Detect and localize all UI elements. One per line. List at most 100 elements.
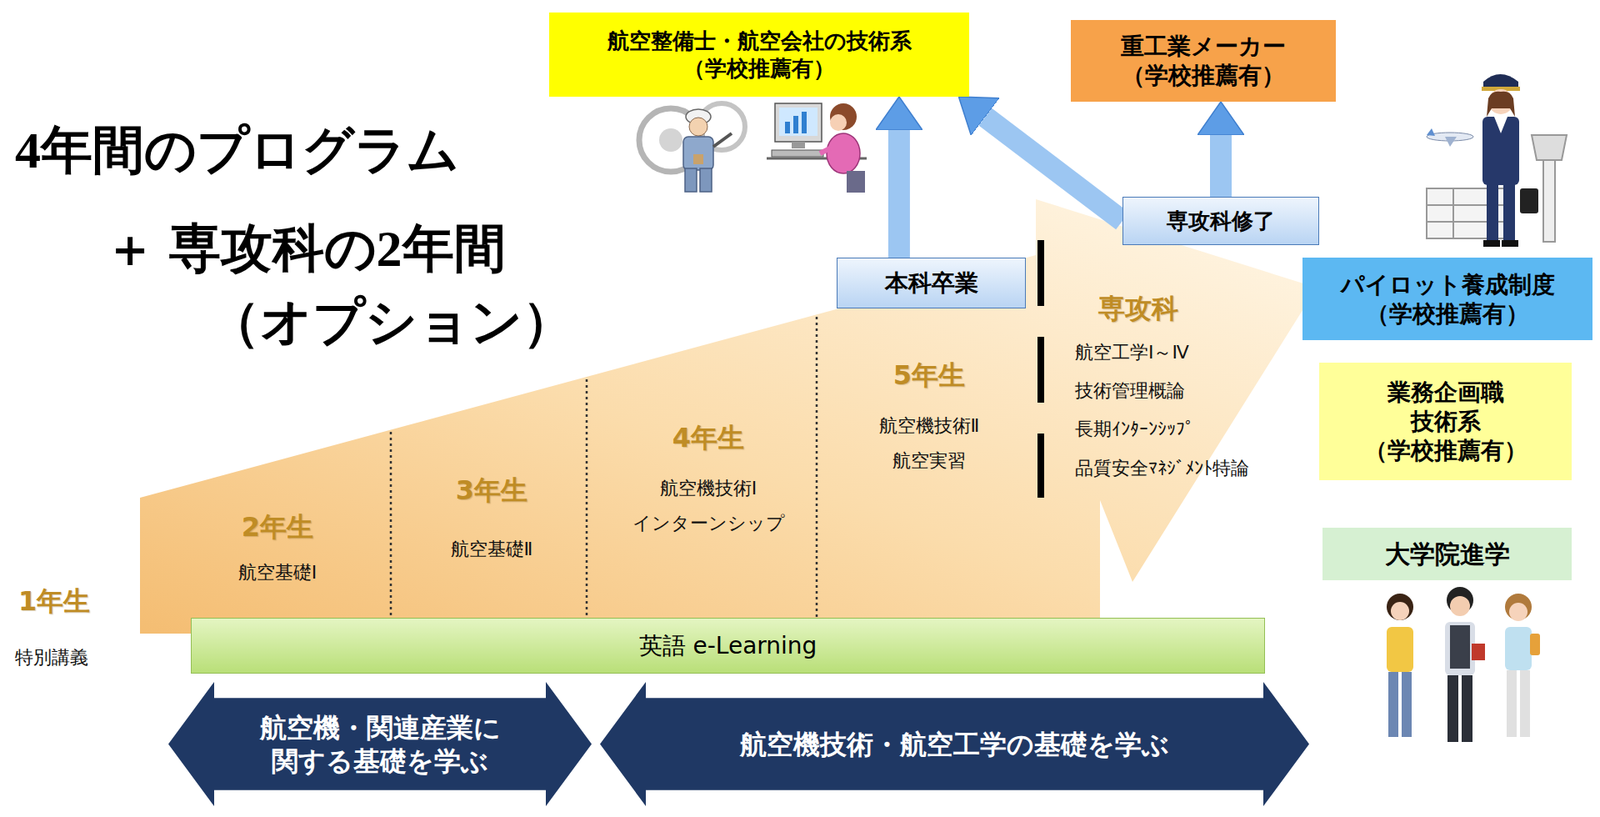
students-figure-part: [1401, 671, 1412, 737]
course-name: 航空基礎Ⅰ: [238, 555, 318, 590]
mechanic-figure-part: [685, 168, 697, 192]
node-label: 大学院進学: [1385, 538, 1510, 570]
office-worker-figure: [766, 103, 867, 193]
office-worker-figure-part: [779, 107, 818, 136]
students-figure-part: [1445, 621, 1475, 675]
phase-arrow: 航空機技術・航空工学の基礎を学ぶ: [600, 681, 1310, 806]
pilot-figure-part: [1482, 116, 1520, 185]
career-box: 大学院進学: [1322, 527, 1572, 580]
mechanic-figure-part: [659, 128, 683, 152]
mechanic-figure-part: [700, 168, 712, 192]
pilot-figure-part: [1501, 240, 1519, 247]
students-figure-part: [1390, 601, 1410, 620]
pilot-figure: [1426, 74, 1567, 247]
lecture-note: 特別講義: [15, 640, 89, 675]
course-name: 航空機技術Ⅰ: [632, 470, 785, 506]
students-figure-part: [1509, 602, 1528, 621]
mechanic-figure-part: [689, 117, 708, 136]
course-name: 航空機技術Ⅱ: [879, 408, 980, 444]
stage-bar-part: [1037, 336, 1045, 403]
students-figure-part: [1386, 626, 1414, 672]
students-figure: [1386, 586, 1540, 742]
course-name: 航空工学Ⅰ～Ⅳ: [1075, 333, 1250, 372]
course-name: 航空基礎Ⅱ: [450, 531, 534, 567]
course-list: 専攻科航空工学Ⅰ～Ⅳ技術管理概論長期ｲﾝﾀｰﾝｼｯﾌﾟ品質安全ﾏﾈｼﾞﾒﾝﾄ特論: [1075, 291, 1250, 488]
year-segment: 3年生航空基礎Ⅱ: [450, 473, 534, 567]
students-figure-part: [1530, 633, 1540, 655]
flow-arrow: [985, 116, 1123, 221]
title-line: （オプション）: [208, 286, 575, 357]
stage-bar-part: [1037, 433, 1045, 498]
node-label: 重工業メーカー （学校推薦有）: [1082, 31, 1325, 90]
office-worker-figure-part: [791, 141, 805, 149]
students-figure-part: [1520, 670, 1530, 737]
milestone-box: 専攻科修了: [1122, 196, 1320, 245]
students-figure-part: [1447, 675, 1459, 742]
students-figure-part: [1450, 625, 1470, 669]
office-worker-figure-part: [846, 170, 865, 193]
office-worker-figure-part: [771, 150, 824, 157]
node-label: 英語 e-Learning: [639, 630, 818, 660]
double-arrow-fill: [168, 681, 592, 806]
students-figure-part: [1505, 593, 1532, 620]
node-label: 航空整備士・航空会社の技術系 （学校推薦有）: [563, 27, 955, 82]
pilot-figure-part: [1531, 135, 1567, 160]
office-worker-figure-part: [830, 103, 857, 130]
office-worker-figure-part: [793, 115, 799, 134]
students-figure-part: [1461, 675, 1473, 742]
year-segment: 2年生航空基礎Ⅰ: [238, 510, 318, 590]
year-segment: 5年生航空機技術Ⅱ航空実習: [879, 358, 980, 479]
pilot-figure-part: [1426, 128, 1435, 136]
office-worker-figure-part: [801, 111, 807, 134]
elearning-bar: 英語 e-Learning: [190, 617, 1265, 674]
node-label: 業務企画職 技術系 （学校推薦有）: [1354, 377, 1538, 465]
year-divider: [390, 316, 817, 618]
year-divider-part: [815, 316, 819, 618]
pilot-figure-part: [1503, 183, 1515, 242]
pilot-figure-part: [1483, 74, 1519, 89]
year-divider-part: [585, 379, 589, 618]
pilot-figure-part: [1486, 183, 1499, 242]
stage-bar-part: [1037, 240, 1045, 306]
node-label: 専攻科修了: [1166, 207, 1275, 235]
flow-arrow: [888, 130, 910, 258]
flow-arrow: [1210, 135, 1232, 197]
career-box: 業務企画職 技術系 （学校推薦有）: [1319, 362, 1572, 480]
year-heading: 専攻科: [1075, 291, 1250, 325]
office-worker-figure-part: [785, 121, 790, 134]
pilot-figure-part: [1494, 116, 1508, 134]
title-line: ＋ 専攻科の2年間: [104, 213, 506, 284]
students-figure-part: [1386, 593, 1414, 620]
pilot-figure-part: [1483, 240, 1500, 247]
year-divider-part: [390, 431, 393, 618]
stage-bar: [1037, 240, 1045, 498]
career-box: パイロット養成制度 （学校推薦有）: [1302, 257, 1593, 340]
year-heading: 2年生: [238, 510, 318, 544]
year-heading: 5年生: [879, 358, 980, 392]
node-label: パイロット養成制度 （学校推薦有）: [1314, 270, 1581, 329]
year-heading: 1年生: [18, 583, 90, 620]
pilot-figure-part: [1452, 188, 1455, 239]
node-label: 航空機技術・航空工学の基礎を学ぶ: [740, 727, 1170, 761]
course-name: 品質安全ﾏﾈｼﾞﾒﾝﾄ特論: [1075, 449, 1250, 488]
phase-arrow: 航空機・関連産業に 関する基礎を学ぶ: [168, 681, 592, 806]
course-name: インターンシップ: [632, 505, 785, 541]
year-heading: 4年生: [632, 420, 785, 455]
career-box: 航空整備士・航空会社の技術系 （学校推薦有）: [549, 12, 970, 97]
pilot-figure-part: [1520, 188, 1539, 214]
office-worker-figure-part: [775, 103, 822, 142]
node-label: 本科卒業: [885, 268, 979, 298]
course-name: 長期ｲﾝﾀｰﾝｼｯﾌﾟ: [1075, 410, 1250, 449]
pilot-figure-part: [1445, 136, 1457, 147]
students-figure-part: [1450, 595, 1470, 616]
double-arrow-shape: [168, 681, 592, 806]
career-box: 重工業メーカー （学校推薦有）: [1070, 20, 1336, 102]
office-worker-figure-part: [830, 114, 847, 131]
students-figure-part: [1388, 671, 1399, 737]
year-segment: 4年生航空機技術Ⅰインターンシップ: [632, 420, 785, 541]
office-worker-figure-part: [820, 148, 830, 154]
mechanic-figure-part: [693, 154, 704, 165]
year-heading: 3年生: [450, 473, 534, 507]
pilot-figure-part: [1543, 160, 1555, 242]
milestone-box: 本科卒業: [836, 257, 1026, 309]
